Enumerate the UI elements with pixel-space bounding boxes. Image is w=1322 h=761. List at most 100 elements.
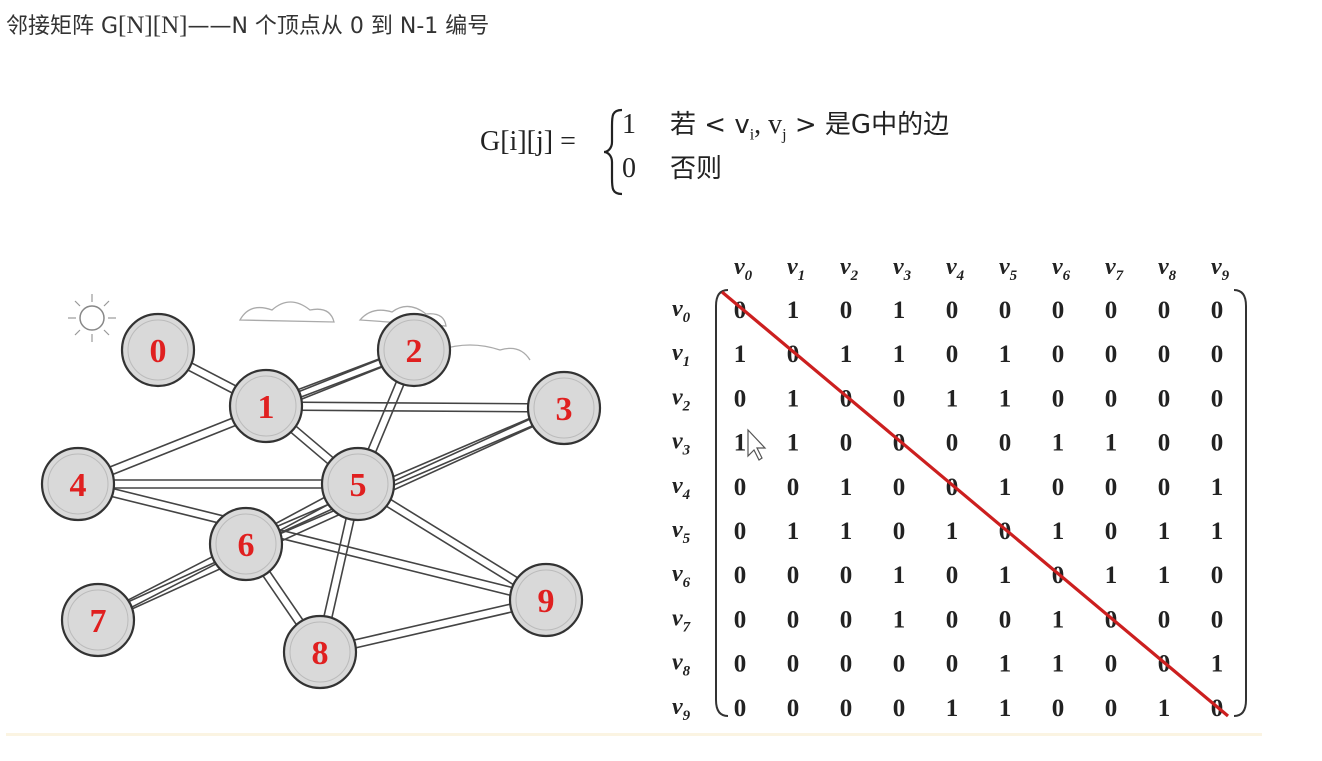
matrix-cell: 1	[840, 474, 853, 501]
mouse-cursor-icon	[747, 428, 767, 461]
matrix-cell: 1	[1158, 518, 1171, 545]
matrix-cell: 1	[734, 341, 747, 368]
left-brace-icon	[603, 108, 623, 196]
matrix-cell: 0	[1052, 385, 1065, 412]
matrix-cell: 0	[1105, 651, 1118, 678]
matrix-cell: 1	[946, 385, 959, 412]
matrix-cell: 1	[999, 695, 1012, 722]
heading-dash: ——	[187, 14, 232, 39]
matrix-cell: 1	[787, 385, 800, 412]
heading-bracket-1: [N]	[118, 12, 153, 39]
graph-vertex-label: 5	[350, 467, 367, 504]
graph-vertex-0: 0	[120, 312, 196, 388]
graph-vertex-label: 0	[150, 333, 167, 370]
graph-vertex-5: 5	[320, 446, 396, 522]
matrix-row-label: v9	[672, 694, 691, 724]
formula-row1-cond-suffix: > 是G中的边	[786, 110, 950, 140]
graph-vertex-2: 2	[376, 312, 452, 388]
graph-vertex-9: 9	[508, 562, 584, 638]
matrix-col-label: v0	[734, 254, 753, 284]
matrix-cell: 0	[893, 651, 906, 678]
matrix-cell: 0	[1052, 474, 1065, 501]
matrix-row-label: v3	[672, 429, 691, 459]
matrix-cell: 1	[1052, 518, 1065, 545]
matrix-cell: 0	[734, 651, 747, 678]
matrix-col-label: v3	[893, 254, 912, 284]
matrix-row-label: v1	[672, 340, 690, 370]
heading-bracket-2: [N]	[152, 12, 188, 39]
matrix-cell: 0	[999, 606, 1012, 633]
graph-edge-road	[265, 401, 565, 413]
matrix-cell: 1	[1105, 562, 1118, 589]
graph-vertex-1: 1	[228, 368, 304, 444]
heading-suffix: N 个顶点从 0 到 N-1 编号	[231, 14, 490, 39]
graph-edge-road	[76, 479, 548, 605]
graph-vertex-label: 8	[312, 635, 329, 672]
matrix-cell: 1	[734, 430, 747, 457]
graph-vertex-label: 4	[70, 467, 87, 504]
matrix-cell: 1	[787, 297, 800, 324]
formula-row1-comma: , v	[754, 109, 783, 140]
sun-icon	[68, 294, 116, 342]
matrix-cell: 0	[1052, 341, 1065, 368]
matrix-col-label: v5	[999, 254, 1018, 284]
formula-row1-cond-prefix: 若 < v	[670, 110, 750, 140]
matrix-cell: 0	[1105, 297, 1118, 324]
matrix-cell: 1	[893, 562, 906, 589]
matrix-cell: 1	[840, 341, 853, 368]
matrix-cell: 1	[1211, 651, 1224, 678]
matrix-col-label: v7	[1105, 254, 1124, 284]
matrix-row-label: v4	[672, 473, 691, 503]
matrix-row-label: v5	[672, 517, 691, 547]
graph-edges	[76, 345, 566, 657]
graph-vertex-4: 4	[40, 446, 116, 522]
matrix-row-label: v2	[672, 384, 691, 414]
matrix-cell: 0	[946, 341, 959, 368]
matrix-cell: 0	[893, 385, 906, 412]
matrix-col-label: v6	[1052, 254, 1071, 284]
matrix-cell: 0	[1158, 297, 1171, 324]
matrix-cell: 0	[840, 651, 853, 678]
formula-row1-sub-j: j	[782, 126, 787, 144]
matrix-col-label: v2	[840, 254, 859, 284]
matrix-cell: 0	[1158, 430, 1171, 457]
matrix-cell: 0	[946, 606, 959, 633]
matrix-cell: 0	[893, 474, 906, 501]
matrix-cell: 0	[1105, 518, 1118, 545]
matrix-cell: 0	[1158, 341, 1171, 368]
matrix-cell: 0	[734, 606, 747, 633]
matrix-cell: 1	[787, 518, 800, 545]
matrix-cell: 0	[999, 430, 1012, 457]
formula-row2-value: 0	[622, 153, 636, 184]
graph-vertex-6: 6	[208, 506, 284, 582]
formula-row1-sub-i: i	[749, 126, 755, 144]
graph-edge-road	[318, 595, 548, 657]
matrix-left-bracket	[715, 289, 729, 717]
matrix-cell: 0	[946, 297, 959, 324]
matrix-cell: 0	[787, 474, 800, 501]
matrix-cell: 0	[1211, 606, 1224, 633]
matrix-cell: 1	[1052, 606, 1065, 633]
matrix-cell: 1	[999, 341, 1012, 368]
matrix-cell: 0	[1211, 297, 1224, 324]
matrix-diagonal-line	[720, 290, 1230, 718]
matrix-cell: 0	[1052, 297, 1065, 324]
matrix-row-label: v6	[672, 561, 691, 591]
matrix-cell: 1	[1105, 430, 1118, 457]
formula-row2-cond: 否则	[670, 154, 723, 184]
matrix-cell: 1	[946, 695, 959, 722]
graph-vertex-label: 6	[238, 527, 255, 564]
graph-vertex-label: 1	[258, 389, 275, 426]
matrix-cell: 0	[734, 562, 747, 589]
matrix-cell: 1	[1211, 518, 1224, 545]
matrix-cell: 0	[734, 474, 747, 501]
matrix-row-label: v8	[672, 650, 691, 680]
figure-bottom-strip	[6, 733, 1262, 736]
matrix-cell: 0	[1052, 695, 1065, 722]
matrix-cell: 0	[1211, 430, 1224, 457]
